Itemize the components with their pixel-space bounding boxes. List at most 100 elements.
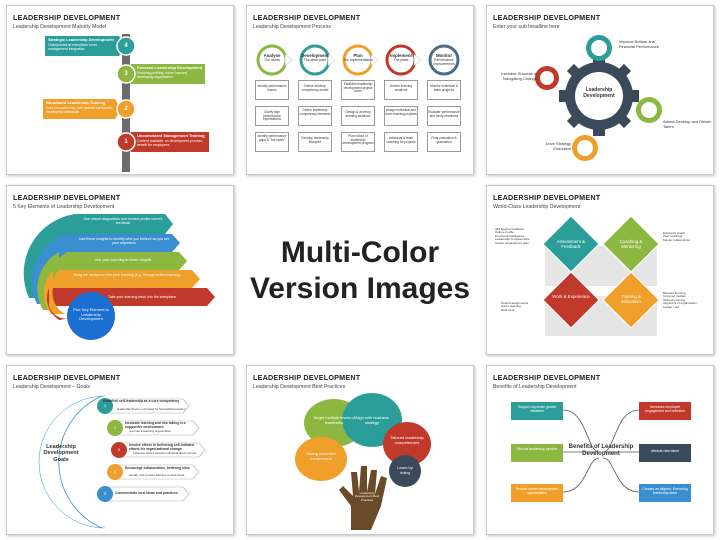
- process-cell: Deliver learning solutions: [384, 80, 418, 100]
- slide-subtitle: Leadership Development Best Practices: [253, 384, 346, 390]
- benefit-item: Provide career development opportunities: [515, 487, 559, 495]
- slide-title: LEADERSHIP DEVELOPMENT: [13, 13, 121, 22]
- gear-item-label: Drive Strategy Execution: [545, 141, 571, 151]
- diamond-label: Training & Education: [621, 294, 641, 305]
- step-title: Analyse: [263, 53, 281, 58]
- benefit-item: Increases employee engagement and retent…: [645, 405, 685, 413]
- goal-desc: promote a learning organization: [129, 429, 172, 433]
- goal-title: Encourage collaboration, bettering silos: [125, 466, 190, 470]
- slide-title: LEADERSHIP DEVELOPMENT: [493, 373, 601, 382]
- level-desc: Content available, no development proces…: [137, 139, 203, 147]
- practice-bubble: Tailored leadership competencies: [390, 435, 424, 445]
- goal-title: Involve others in furthering self-initia…: [129, 443, 194, 451]
- goals-center-label: Leadership Development Goals: [43, 444, 79, 463]
- benefits-center-label: Benefits of Leadership Development: [568, 444, 634, 457]
- process-cell: Design & develop learning solutions: [341, 106, 375, 126]
- process-cell: Identify performance gaps & "hot spots": [255, 132, 289, 152]
- process-cell: Evaluate performance and verify readines…: [427, 106, 461, 126]
- slide-subtitle: Leadership Development – Goals: [13, 384, 90, 390]
- gears-graphic: [535, 35, 662, 161]
- level-number: 4: [124, 43, 128, 49]
- benefit-item: Fills the leadership pipeline: [516, 447, 558, 451]
- level-number: 1: [124, 139, 128, 145]
- slide-thumbnail-best-practices[interactable]: LEADERSHIP DEVELOPMENT Leadership Develo…: [246, 365, 474, 535]
- bullet-item: Career development plan: [495, 240, 529, 245]
- element-label: Take your learning back into the workpla…: [108, 295, 176, 299]
- slide-title: LEADERSHIP DEVELOPMENT: [493, 193, 601, 202]
- bullet-list-left-bottom: Stretch assignments Action learning Real…: [501, 301, 541, 312]
- goal-number: 4: [113, 469, 117, 474]
- bullet-list-right-bottom: Blended learning Common models Shared me…: [663, 291, 711, 309]
- process-cell: Establish leadership development project…: [341, 80, 375, 100]
- level-desc: Enduring profiling, future focused, deve…: [137, 71, 188, 79]
- step-title: Implement: [390, 53, 412, 58]
- slide-title: LEADERSHIP DEVELOPMENT: [253, 373, 361, 382]
- step-sub: The needs: [263, 58, 281, 62]
- process-cell: Plan rollout of leadership development p…: [341, 132, 375, 152]
- bullet-list-right-top: Executive coach Peer coaching Mentor rel…: [663, 231, 711, 242]
- process-cell: Develop leadership blueprint: [298, 132, 332, 152]
- diamond-label: Coaching & Mentoring: [619, 239, 643, 250]
- slide-thumbnail-benefits[interactable]: LEADERSHIP DEVELOPMENT Benefits of Leade…: [486, 365, 714, 535]
- maturity-ladder-graphic: [43, 34, 209, 172]
- slide-subtitle: Leadership Development Maturity Model: [13, 24, 107, 30]
- diamond-label: Work & Experience: [552, 294, 590, 299]
- practice-bubble: Learn by doing: [397, 465, 413, 475]
- process-cell: Monitor individual & team progress: [427, 80, 461, 100]
- slide-thumbnail-world-class[interactable]: LEADERSHIP DEVELOPMENT World-Class Leade…: [486, 185, 714, 355]
- goal-desc: identify and remove barriers to work flo…: [129, 473, 185, 477]
- diamond-label: Assessment & Feedback: [556, 239, 586, 250]
- process-cell: Clarify high performance expectations: [255, 106, 289, 126]
- process-cell: Define develop competency model: [298, 80, 332, 100]
- center-headline: Multi-Color Version Images: [240, 235, 480, 307]
- bullet-list-left-top: 360 Degree feedback Culture profile Emot…: [495, 227, 543, 245]
- process-cell: Assign individual and team learning proj…: [384, 106, 418, 126]
- hand-label: Leadership Development Best Practices: [354, 491, 380, 502]
- step-title: Development: [301, 53, 329, 58]
- bullet-item: Culture profile: [495, 230, 514, 235]
- bullet-item: Leadership competencies: [495, 237, 530, 242]
- slide-thumbnail-process[interactable]: LEADERSHIP DEVELOPMENT Leadership Develo…: [246, 5, 474, 175]
- benefit-item: Attracts new talent: [651, 449, 679, 453]
- goal-desc: influence others outside individual dire…: [133, 451, 197, 455]
- bullet-item: Executive coach: [663, 231, 685, 235]
- level-number: 2: [124, 106, 128, 112]
- bullet-item: Alignment of organization: [663, 301, 697, 306]
- slide-title: LEADERSHIP DEVELOPMENT: [13, 373, 121, 382]
- goal-title: Establish self-leadership as a core comp…: [103, 399, 180, 403]
- bullet-item: Mentor relationships: [663, 237, 691, 242]
- process-cell: Identify performance issues: [255, 80, 289, 100]
- slide-thumbnail-maturity-model[interactable]: LEADERSHIP DEVELOPMENT Leadership Develo…: [6, 5, 234, 175]
- level-title: Strategic Leadership Development: [48, 37, 114, 42]
- process-cell: Define leadership competency elements: [298, 106, 332, 126]
- level-title: Focused Leadership Development: [137, 65, 203, 70]
- benefits-connector-graphic: [511, 402, 691, 502]
- bullet-item: Blended learning: [663, 291, 686, 295]
- benefit-item: Support corporate growth initiatives: [517, 405, 557, 413]
- step-sub: Performance improvements: [433, 58, 455, 66]
- goal-number: 5: [103, 491, 107, 496]
- element-label: Use robust diagnostics and context profi…: [83, 217, 163, 226]
- practice-bubble: Align with business strategy: [354, 415, 390, 425]
- slide-thumbnail-goals[interactable]: LEADERSHIP DEVELOPMENT Leadership Develo…: [6, 365, 234, 535]
- element-label: Use these insights to identify who you b…: [79, 237, 169, 246]
- process-cell: Individual & team coaching for projects: [384, 132, 418, 152]
- bullet-item: Leader - led: [663, 304, 680, 309]
- bullet-item: Common models: [663, 294, 686, 299]
- gear-item-label: Increase Success in Navigating Change: [501, 71, 537, 81]
- slide-thumbnail-gears[interactable]: LEADERSHIP DEVELOPMENT Enter your sub he…: [486, 5, 714, 175]
- center-headline-line1: Multi-Color: [280, 236, 440, 269]
- bullet-item: 360 Degree feedback: [495, 227, 524, 231]
- step-sub: The implementation: [343, 58, 373, 62]
- level-desc: Core competencies, well defined curricul…: [46, 106, 113, 114]
- goal-number: 3: [117, 447, 121, 452]
- level-title: Structured Leadership Training: [46, 100, 106, 105]
- element-label: Link your coaching to these insights: [94, 258, 152, 262]
- slide-thumbnail-key-elements[interactable]: LEADERSHIP DEVELOPMENT 5 Key Elements of…: [6, 185, 234, 355]
- level-desc: Championed at executives' level, managem…: [48, 43, 98, 51]
- goal-number: 2: [113, 425, 117, 430]
- center-headline-line2: Version Images: [249, 272, 471, 305]
- process-cell: Final evaluation & graduation: [427, 132, 461, 152]
- slide-subtitle: Leadership Development Process: [253, 24, 331, 30]
- element-label: Bring the workplace into your learning (…: [73, 273, 181, 277]
